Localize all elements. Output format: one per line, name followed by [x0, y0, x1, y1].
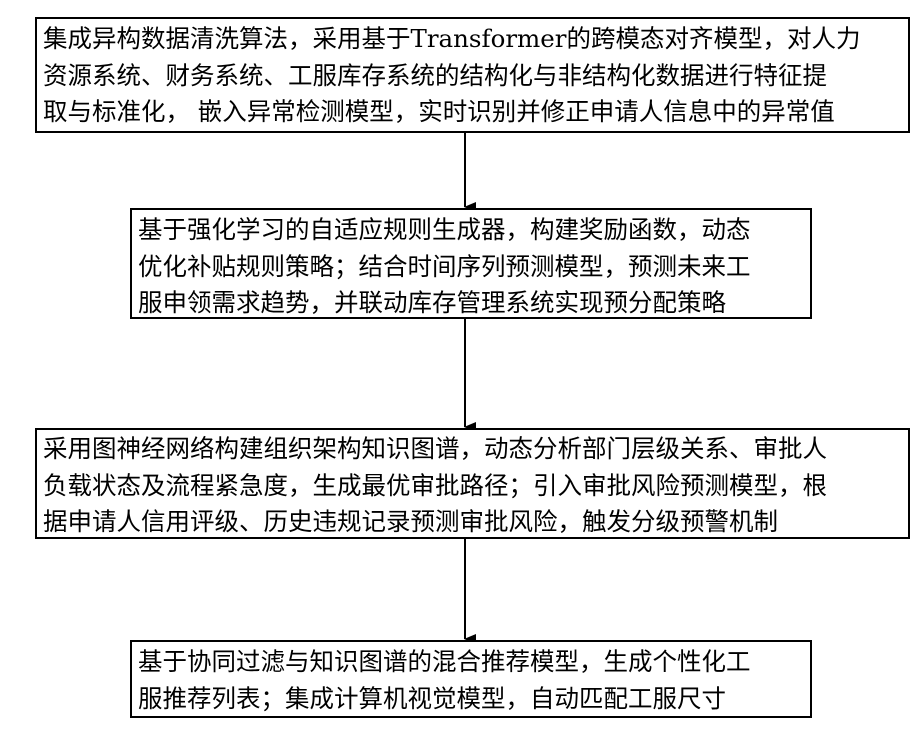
step-text-line: 据申请人信用评级、历史违规记录预测审批风险，触发分级预警机制 — [43, 504, 902, 539]
step-text-line: 服申领需求趋势，并联动库存管理系统实现预分配策略 — [138, 285, 804, 319]
step-box-data-cleansing: 集成异构数据清洗算法，采用基于Transformer的跨模态对齐模型，对人力 资… — [35, 17, 910, 133]
step-box-approval-routing: 采用图神经网络构建组织架构知识图谱，动态分析部门层级关系、审批人 负载状态及流程… — [35, 428, 910, 539]
step-text-line: 取与标准化， 嵌入异常检测模型，实时识别并修正申请人信息中的异常值 — [43, 94, 902, 131]
step-text-line: 集成异构数据清洗算法，采用基于Transformer的跨模态对齐模型，对人力 — [43, 21, 902, 58]
step-text-line: 采用图神经网络构建组织架构知识图谱，动态分析部门层级关系、审批人 — [43, 431, 902, 468]
step-text-line: 服推荐列表；集成计算机视觉模型，自动匹配工服尺寸 — [138, 681, 804, 718]
step-text-line: 基于协同过滤与知识图谱的混合推荐模型，生成个性化工 — [138, 644, 804, 681]
step-box-rule-generation: 基于强化学习的自适应规则生成器，构建奖励函数，动态 优化补贴规则策略；结合时间序… — [130, 208, 812, 319]
step-box-recommendation: 基于协同过滤与知识图谱的混合推荐模型，生成个性化工 服推荐列表；集成计算机视觉模… — [130, 640, 812, 718]
step-text-line: 资源系统、财务系统、工服库存系统的结构化与非结构化数据进行特征提 — [43, 58, 902, 95]
step-text-line: 基于强化学习的自适应规则生成器，构建奖励函数，动态 — [138, 212, 804, 249]
step-text-line: 负载状态及流程紧急度，生成最优审批路径；引入审批风险预测模型，根 — [43, 468, 902, 505]
step-text-line: 优化补贴规则策略；结合时间序列预测模型，预测未来工 — [138, 249, 804, 286]
